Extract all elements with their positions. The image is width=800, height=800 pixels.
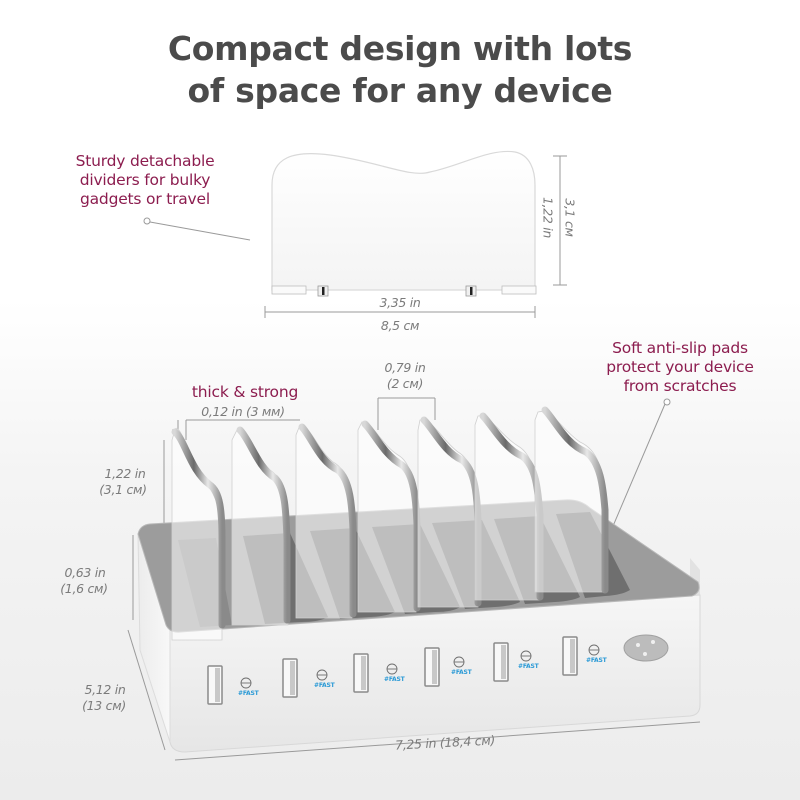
dim-base-height-cm: (1,6 см) [60, 581, 108, 596]
dim-divider-height-cm: 3,1 см [562, 198, 578, 237]
headline-line-1: Compact design with lots [167, 29, 633, 68]
headline-line-2: of space for any device [187, 71, 613, 110]
fast-badge: #FAST [238, 690, 259, 697]
callout-dividers: Sturdy detachable dividers for bulky gad… [75, 152, 215, 208]
detachable-divider [271, 150, 537, 297]
dimension-lines [127, 155, 701, 761]
dim-stand-divider-height-cm: (3,1 см) [99, 482, 147, 497]
dim-stand-divider-height-in: 1,22 in [104, 466, 146, 481]
dim-depth-in: 5,12 in [84, 682, 126, 697]
callout-pads: Soft anti-slip pads protect your device … [606, 339, 754, 395]
dim-thickness: 0,12 in (3 мм) [201, 404, 285, 419]
power-socket [623, 634, 669, 662]
dim-divider-width-cm: 8,5 см [380, 318, 420, 333]
dim-depth-cm: (13 см) [82, 698, 126, 713]
fast-charge-icons [240, 644, 600, 689]
dim-slot-gap-cm: (2 см) [386, 376, 424, 391]
fast-badge: #FAST [586, 657, 607, 664]
fast-badge: #FAST [518, 663, 539, 670]
usb-ports [207, 636, 578, 705]
fast-badge: #FAST [451, 669, 472, 676]
stand-dividers [171, 406, 609, 641]
headline: Compact design with lots of space for an… [0, 28, 800, 112]
dim-divider-height-in: 1,22 in [540, 196, 556, 239]
dim-base-height-in: 0,63 in [64, 565, 106, 580]
dim-slot-gap-in: 0,79 in [384, 360, 426, 375]
fast-badge: #FAST [314, 682, 335, 689]
fast-badge: #FAST [384, 676, 405, 683]
dim-divider-width-in: 3,35 in [379, 295, 421, 310]
callout-thickness: thick & strong [191, 383, 299, 401]
